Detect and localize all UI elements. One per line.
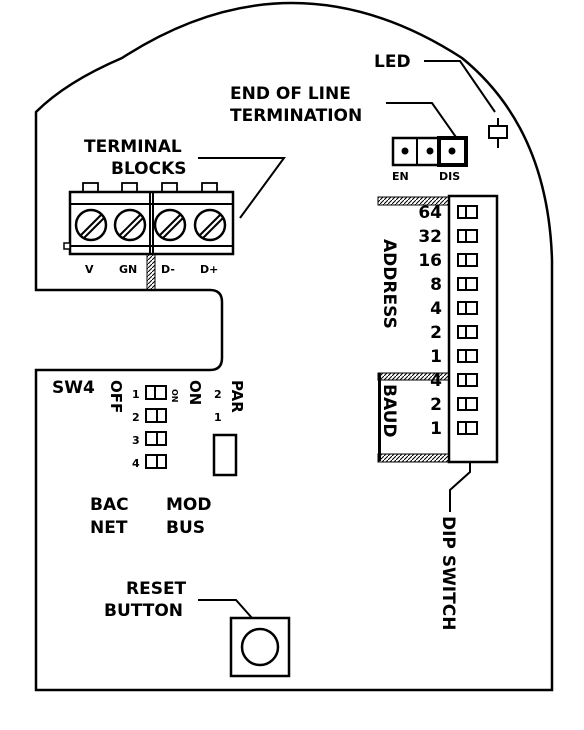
- dip-toggle-baud-1[interactable]: [457, 421, 478, 435]
- led-label: LED: [374, 52, 411, 72]
- address-value-64: 64: [418, 203, 442, 223]
- sw4-position-3: 3: [132, 434, 140, 447]
- led-leader: [424, 60, 496, 113]
- sw4-switch-bank: 1 2 3 4: [132, 385, 167, 470]
- eol-label-line1: END OF LINE: [230, 84, 351, 104]
- baud-value-1: 1: [430, 419, 442, 439]
- reset-label-line2: BUTTON: [104, 601, 183, 621]
- address-value-labels: 64 32 16 8 4 2 1: [418, 203, 442, 367]
- eol-label-line2: TERMINATION: [230, 106, 362, 126]
- dip-switch-toggles: [457, 205, 478, 435]
- dip-toggle-address-16[interactable]: [457, 253, 478, 267]
- dip-toggle-address-64[interactable]: [457, 205, 478, 219]
- terminal-blocks-label-line1: TERMINAL: [84, 137, 182, 157]
- terminal-label-v: V: [85, 263, 94, 276]
- address-value-2: 2: [430, 323, 442, 343]
- terminal-leader: [198, 157, 286, 219]
- reset-label-line1: RESET: [126, 579, 187, 599]
- parity-jumper[interactable]: [212, 433, 238, 477]
- bacnet-label-line2: NET: [90, 518, 128, 538]
- baud-value-4: 4: [430, 371, 442, 391]
- jumper-dis-label: DIS: [439, 170, 460, 183]
- sw4-toggle-1[interactable]: [145, 385, 167, 400]
- dip-switch-leader: [449, 462, 471, 512]
- address-label: ADDRESS: [379, 239, 399, 329]
- eol-leader: [386, 102, 459, 141]
- terminal-screw-v[interactable]: [74, 208, 108, 242]
- reset-button[interactable]: [229, 616, 291, 678]
- address-value-4: 4: [430, 299, 442, 319]
- sw4-on-label: ON: [186, 380, 204, 405]
- dip-toggle-baud-4[interactable]: [457, 373, 478, 387]
- par-1-label: 1: [214, 411, 222, 424]
- dip-toggle-address-4[interactable]: [457, 301, 478, 315]
- sw4-label: SW4: [52, 378, 95, 398]
- dip-toggle-address-32[interactable]: [457, 229, 478, 243]
- terminal-blocks-label-line2: BLOCKS: [111, 159, 187, 179]
- modbus-label-line1: MOD: [166, 495, 211, 515]
- terminal-label-d-plus: D+: [200, 263, 218, 276]
- baud-label: BAUD: [379, 384, 399, 438]
- sw4-toggle-4[interactable]: [145, 454, 167, 469]
- sw4-position-1: 1: [132, 388, 140, 401]
- board-outline: [34, 1, 554, 692]
- sw4-position-4: 4: [132, 457, 140, 470]
- sw4-toggle-3[interactable]: [145, 431, 167, 446]
- baud-value-labels: 4 2 1: [430, 371, 442, 439]
- dip-toggle-address-2[interactable]: [457, 325, 478, 339]
- address-value-1: 1: [430, 347, 442, 367]
- terminal-screw-d-minus[interactable]: [153, 208, 187, 242]
- dip-toggle-baud-2[interactable]: [457, 397, 478, 411]
- bacnet-label-line1: BAC: [90, 495, 129, 515]
- reset-leader: [198, 599, 253, 619]
- terminal-label-gn: GN: [119, 263, 137, 276]
- address-value-32: 32: [418, 227, 442, 247]
- terminal-screw-gn[interactable]: [113, 208, 147, 242]
- baud-value-2: 2: [430, 395, 442, 415]
- terminal-screw-d-plus[interactable]: [193, 208, 227, 242]
- modbus-label-line2: BUS: [166, 518, 205, 538]
- sw4-position-2: 2: [132, 411, 140, 424]
- address-value-16: 16: [418, 251, 442, 271]
- dip-toggle-address-1[interactable]: [457, 349, 478, 363]
- par-2-label: 2: [214, 388, 222, 401]
- sw4-toggle-2[interactable]: [145, 408, 167, 423]
- terminal-label-d-minus: D-: [161, 263, 175, 276]
- sw4-off-label: OFF: [107, 380, 125, 413]
- termination-jumper[interactable]: [391, 136, 468, 167]
- address-value-8: 8: [430, 275, 442, 295]
- dip-switch-label: DIP SWITCH: [438, 516, 458, 630]
- par-label: PAR: [228, 380, 246, 413]
- dip-toggle-address-8[interactable]: [457, 277, 478, 291]
- sw4-on-small-label: ON: [170, 389, 179, 403]
- led-component: [488, 118, 508, 148]
- jumper-en-label: EN: [392, 170, 409, 183]
